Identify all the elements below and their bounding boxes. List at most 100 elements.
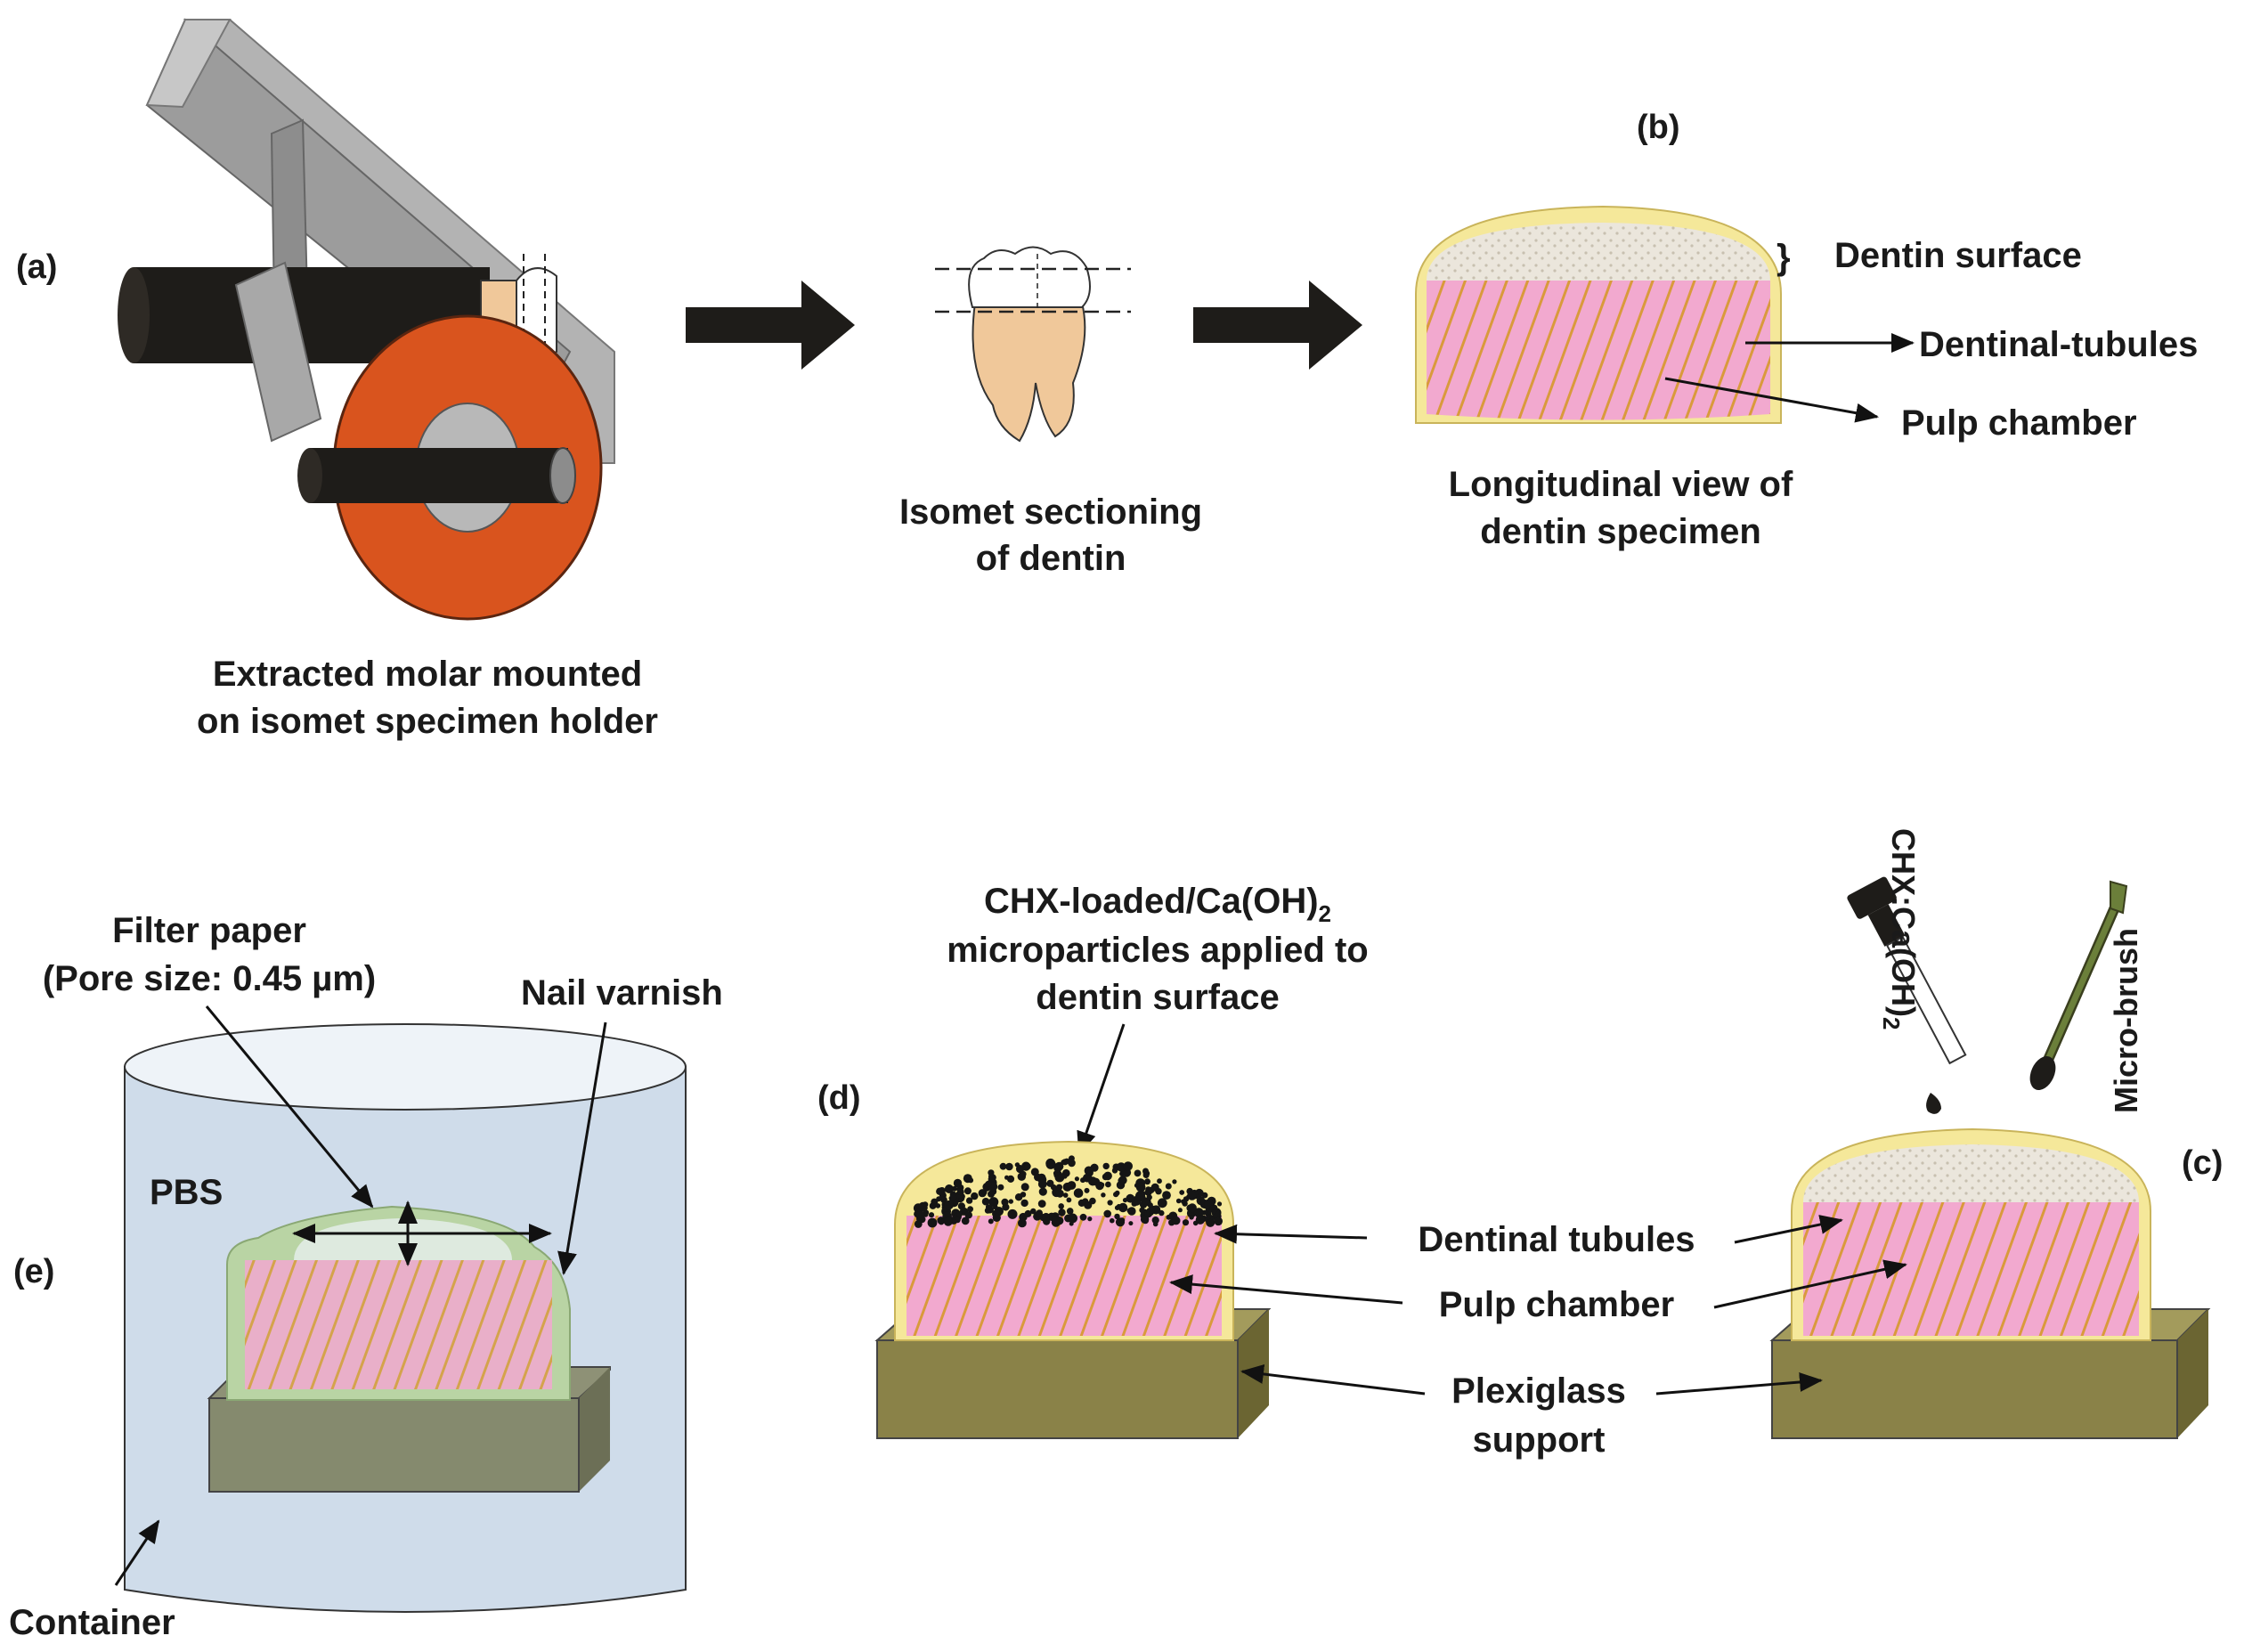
microparticle: [1150, 1183, 1159, 1192]
panel-e: (e) PBS Filter paper (Pore size: 0.45 µm…: [9, 911, 723, 1642]
microparticle: [1043, 1217, 1051, 1225]
microparticle: [1128, 1221, 1134, 1226]
microparticle: [1175, 1198, 1182, 1204]
microparticle: [968, 1177, 974, 1184]
microparticle: [1055, 1184, 1063, 1191]
drop: [1926, 1093, 1941, 1114]
microparticle: [1144, 1188, 1152, 1196]
microparticle: [1087, 1217, 1093, 1222]
microparticle: [944, 1200, 954, 1210]
microparticle: [1045, 1158, 1056, 1168]
microparticle: [967, 1206, 973, 1213]
pulp-chamber-label-b: Pulp chamber: [1901, 403, 2137, 443]
microparticle: [1172, 1179, 1177, 1184]
sectioned-molar: [935, 246, 1131, 443]
microparticle: [1179, 1190, 1185, 1195]
microparticle: [1024, 1209, 1032, 1217]
microparticle: [1139, 1207, 1145, 1214]
microparticle: [1162, 1191, 1171, 1200]
microparticle: [989, 1174, 996, 1182]
panel-a-label: (a): [16, 248, 57, 286]
container-label: Container: [9, 1603, 175, 1642]
microparticle: [1159, 1209, 1165, 1217]
dentin-surface-brace: }: [1776, 238, 1791, 277]
microparticle: [1062, 1192, 1069, 1198]
microparticle: [1061, 1160, 1067, 1165]
microparticle: [1193, 1208, 1204, 1218]
microparticle: [1114, 1205, 1120, 1210]
microparticle: [1020, 1192, 1027, 1198]
microparticle: [1181, 1199, 1186, 1204]
microparticle: [928, 1212, 935, 1218]
microparticle: [1149, 1209, 1154, 1216]
microparticle: [1058, 1208, 1066, 1217]
sectioning-panel: Isomet sectioning of dentin: [899, 246, 1202, 578]
microparticle: [988, 1218, 994, 1225]
microparticle: [1111, 1168, 1118, 1174]
microparticle: [1004, 1175, 1009, 1180]
microparticle: [950, 1193, 957, 1200]
process-arrow-2: [1193, 281, 1362, 370]
microparticle: [988, 1197, 999, 1208]
pulp-chamber-label-d: Pulp chamber: [1439, 1285, 1675, 1324]
microparticle: [1030, 1208, 1037, 1215]
microparticle: [953, 1178, 963, 1188]
micro-brush-label: Micro-brush: [2108, 928, 2144, 1113]
microparticle: [1134, 1183, 1140, 1188]
microparticle: [1034, 1173, 1042, 1182]
microparticle: [1038, 1187, 1047, 1196]
microparticle: [1157, 1178, 1162, 1184]
microparticle: [1216, 1201, 1223, 1207]
microparticle: [1113, 1192, 1119, 1198]
microparticle: [1126, 1193, 1135, 1203]
panel-d-label: (d): [817, 1079, 861, 1117]
panel-a-caption-line1: Extracted molar mounted: [213, 655, 642, 694]
panel-c-label: (c): [2182, 1144, 2223, 1182]
pulp-arrow-c: [1713, 1259, 1907, 1309]
support-label-line2: support: [1473, 1420, 1606, 1460]
filter-label-line1: Filter paper: [112, 911, 306, 950]
microparticle: [1187, 1203, 1197, 1213]
microparticle: [1037, 1179, 1047, 1189]
microparticle: [965, 1197, 973, 1204]
microparticle: [1058, 1203, 1064, 1209]
pulp-arrow-d: [1169, 1274, 1403, 1305]
microparticle: [997, 1184, 1004, 1191]
microparticle: [957, 1202, 965, 1210]
microparticle: [916, 1210, 925, 1220]
microparticle: [1135, 1191, 1145, 1201]
microparticle: [1066, 1208, 1074, 1215]
microparticle: [999, 1162, 1007, 1170]
dentin-specimen-b: [1415, 205, 1782, 424]
support-arrow-c: [1655, 1371, 1823, 1396]
microparticle: [1020, 1183, 1029, 1192]
microparticle: [1214, 1217, 1223, 1226]
microparticle: [938, 1219, 945, 1225]
process-arrow-1: [686, 281, 855, 370]
dentin-surface-label: Dentin surface: [1834, 236, 2082, 275]
microparticle: [1055, 1189, 1064, 1198]
microparticle: [1067, 1181, 1077, 1190]
microparticle: [1123, 1161, 1134, 1171]
microparticle: [935, 1203, 941, 1208]
microparticle: [1036, 1209, 1043, 1217]
microparticle: [1079, 1213, 1087, 1221]
microparticle: [961, 1217, 970, 1225]
microparticle: [1127, 1207, 1136, 1216]
panel-e-label: (e): [13, 1253, 54, 1290]
dropper: [1847, 876, 1967, 1065]
panel-a-caption-line2: on isomet specimen holder: [197, 702, 658, 741]
microparticle: [1152, 1221, 1159, 1227]
microparticle: [1077, 1199, 1085, 1207]
applied-label-line1: CHX-loaded/Ca(OH)2: [984, 882, 1331, 927]
support-arrow-d: [1240, 1363, 1426, 1396]
pulp-arrow-b: [1664, 377, 1879, 423]
microparticle: [1068, 1159, 1076, 1168]
container-arrow: [114, 1519, 160, 1586]
microparticle: [1207, 1218, 1214, 1225]
microparticle: [943, 1217, 953, 1226]
microparticle: [936, 1196, 942, 1202]
applied-label-line3: dentin surface: [1036, 978, 1279, 1017]
microparticle: [971, 1192, 979, 1200]
